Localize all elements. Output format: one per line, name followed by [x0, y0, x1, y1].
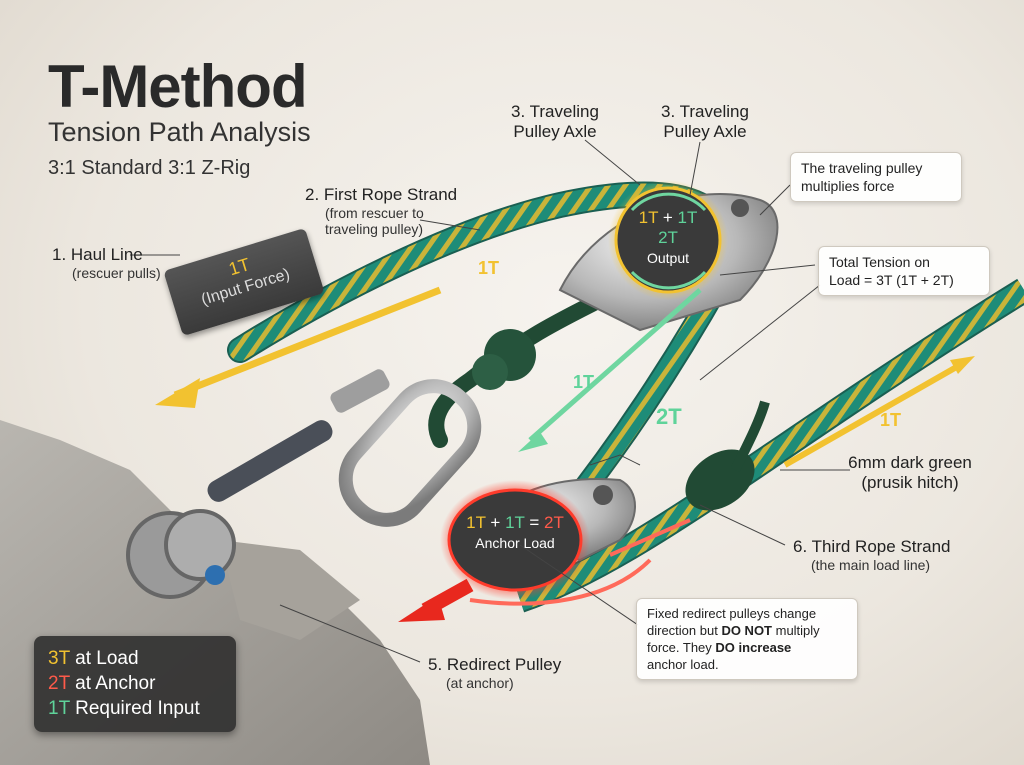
callout-multiplies-line2: multiplies force — [801, 178, 895, 194]
legend-input-value: 1T — [48, 698, 70, 719]
rock-ledge — [220, 540, 360, 640]
anc-eq: = — [524, 513, 544, 532]
anc-plus: + — [485, 513, 506, 532]
haul-arrowhead — [155, 378, 200, 408]
callout-redirect-note: Fixed redirect pulleys change direction … — [636, 598, 858, 680]
leader-redirect — [279, 604, 421, 663]
legend-load-text: at Load — [69, 648, 139, 669]
legend-anchor-text: at Anchor — [69, 673, 156, 694]
legend-box: 3T at Load 2T at Anchor 1T Required Inpu… — [34, 636, 236, 732]
legend-input-text: Required Input — [69, 698, 200, 719]
leader-multiplies — [759, 184, 791, 216]
first-strand-sub1: (from rescuer to — [325, 205, 424, 221]
haul-line-main: 1. Haul Line — [52, 245, 143, 264]
tension-mark-strand1: 1T — [478, 258, 500, 278]
legend-anchor-value: 2T — [48, 673, 70, 694]
axle-b-line2: Pulley Axle — [663, 122, 747, 141]
legend-load-value: 3T — [48, 648, 70, 669]
trav-label: Output — [646, 250, 690, 266]
carabiner — [338, 379, 482, 527]
redirect-sub: (at anchor) — [446, 675, 514, 691]
trav-sum: 2T — [658, 228, 678, 247]
axle-label-b: 3. Traveling Pulley Axle — [640, 102, 770, 142]
leader-anchor-mid — [589, 454, 641, 466]
note-t4: multiply — [772, 623, 820, 638]
axle-a-line1: 3. Traveling — [511, 102, 599, 121]
strand3-arrow — [783, 362, 962, 468]
anchor-load-arc-arrow — [469, 558, 652, 606]
leader-first-strand — [419, 219, 481, 231]
first-strand-label: 2. First Rope Strand (from rescuer to tr… — [305, 185, 457, 237]
first-strand-main: 2. First Rope Strand — [305, 185, 458, 204]
strand3-arrowhead — [950, 356, 975, 374]
callout-multiplies-line1: The traveling pulley — [801, 160, 923, 176]
cam-stem — [207, 420, 333, 502]
tension-mark-strand3: 1T — [880, 410, 902, 430]
leader-third-strand — [699, 504, 786, 546]
trav-b: 1T — [677, 208, 698, 227]
anc-sum: 2T — [544, 513, 564, 532]
callout-total-tension: Total Tension on Load = 3T (1T + 2T) — [818, 246, 990, 296]
tension-mark-middle: 2T — [656, 404, 682, 429]
note-t7: anchor load. — [647, 657, 719, 672]
note-t6: DO increase — [715, 640, 792, 655]
note-t1: Fixed redirect pulleys change — [647, 606, 817, 621]
tension-mark-strand2: 1T — [573, 372, 595, 392]
anc-a: 1T — [466, 513, 486, 532]
anc-b: 1T — [505, 513, 525, 532]
leader-total — [719, 264, 816, 276]
trav-a: 1T — [638, 208, 659, 227]
axle-label-a: 3. Traveling Pulley Axle — [490, 102, 620, 142]
third-strand-main: 6. Third Rope Strand — [793, 537, 951, 556]
third-strand-sub: (the main load line) — [811, 557, 931, 573]
note-t5: force. They — [647, 640, 716, 655]
page-title: T-Method — [48, 53, 308, 120]
callout-multiplies: The traveling pulley multiplies force — [790, 152, 962, 202]
anchor-arrow-up — [609, 518, 691, 557]
redirect-main: 5. Redirect Pulley — [428, 655, 562, 674]
leader-redirect-note — [519, 544, 639, 626]
axle-b-line1: 3. Traveling — [661, 102, 749, 121]
traveling-badge-text: 1T + 1T 2T Output — [618, 208, 718, 268]
callout-total-line2: Load = 3T (1T + 2T) — [829, 272, 954, 288]
prusik-label: 6mm dark green (prusik hitch) — [835, 453, 985, 493]
page-subtitle: Tension Path Analysis — [48, 117, 311, 147]
strand2-arrow — [528, 288, 702, 442]
anc-label: Anchor Load — [475, 535, 555, 551]
prusik-main: 6mm dark green — [848, 453, 972, 472]
leader-total-2 — [699, 284, 821, 381]
legend-anchor: 2T at Anchor — [48, 671, 222, 696]
axle-a-line2: Pulley Axle — [513, 122, 597, 141]
anchor-badge-text: 1T + 1T = 2T Anchor Load — [455, 513, 575, 553]
third-strand-label: 6. Third Rope Strand (the main load line… — [793, 537, 951, 573]
leader-axle-a — [584, 139, 641, 186]
carabiner-gate — [330, 369, 390, 413]
legend-input: 1T Required Input — [48, 696, 222, 721]
trav-plus: + — [658, 208, 678, 227]
redirect-label: 5. Redirect Pulley (at anchor) — [428, 655, 561, 691]
haul-line-label: 1. Haul Line (rescuer pulls) — [52, 245, 161, 281]
legend-load: 3T at Load — [48, 646, 222, 671]
page-subtitle-2: 3:1 Standard 3:1 Z-Rig — [48, 157, 251, 179]
haul-line-sub: (rescuer pulls) — [72, 265, 161, 281]
callout-total-line1: Total Tension on — [829, 254, 930, 270]
prusik-sub: (prusik hitch) — [861, 473, 959, 492]
leader-axle-b — [689, 141, 701, 196]
note-t3: DO NOT — [721, 623, 772, 638]
note-t2: direction but — [647, 623, 722, 638]
first-strand-sub2: traveling pulley) — [325, 221, 424, 237]
haul-arrow — [173, 286, 442, 399]
